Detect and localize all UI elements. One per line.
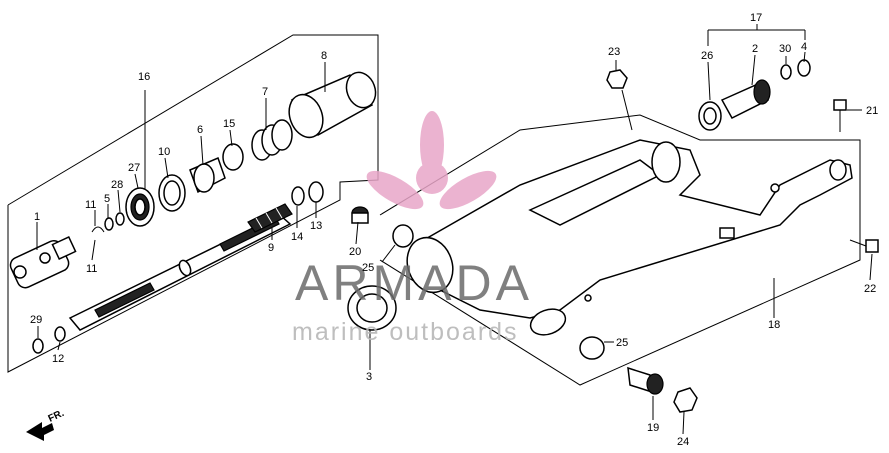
watermark-brand: ARMADA: [295, 255, 533, 311]
bearing-cup-20: [351, 206, 369, 224]
bracket-17: [707, 24, 806, 46]
bearing-27: [125, 187, 155, 227]
collar-2: [720, 79, 771, 119]
seal-10-inner: [163, 180, 181, 206]
boot-cover-8: [288, 71, 377, 139]
callout-3: 3: [366, 371, 372, 383]
callout-25a: 25: [362, 262, 374, 274]
bearing-25-upper: [392, 224, 414, 248]
group-outline-16: [7, 34, 379, 373]
callout-10: 10: [158, 146, 170, 158]
circlip-13: [308, 181, 324, 203]
watermark-logo: ARMADA marine outboards: [292, 111, 533, 346]
seal-4: [797, 59, 811, 77]
group-outline-18: [379, 114, 861, 386]
swingarm-body: [406, 139, 853, 336]
callout-19: 19: [647, 422, 659, 434]
callout-22: 22: [864, 283, 876, 295]
direction-label: FR.: [47, 408, 66, 425]
joint-6: [189, 156, 226, 194]
callout-21: 21: [866, 105, 878, 117]
callout-16: 16: [138, 71, 150, 83]
nut-24: [673, 387, 698, 413]
bolt-21: [833, 99, 847, 132]
callout-30: 30: [779, 43, 791, 55]
bearing-26: [698, 101, 722, 131]
callout-26: 26: [701, 50, 713, 62]
clip-11: [91, 226, 105, 233]
leader-lines: [36, 51, 873, 435]
callout-12: 12: [52, 353, 64, 365]
front-direction-indicator: FR.: [26, 408, 66, 441]
washer-30: [780, 64, 792, 80]
pivot-bolt-19: [627, 366, 664, 395]
callout-24: 24: [677, 436, 689, 448]
callout-15: 15: [223, 118, 235, 130]
callout-11a: 11: [85, 199, 96, 211]
washer-28: [115, 212, 125, 226]
callout-17: 17: [750, 12, 762, 24]
callout-28: 28: [111, 179, 123, 191]
callout-23: 23: [608, 46, 620, 58]
universal-joint: [9, 235, 77, 289]
callout-8: 8: [321, 50, 327, 62]
nut-23: [606, 69, 628, 89]
callout-labels: 1 2 3 4 5 6 7 8 9 10 11 11 12 13 14 15 1…: [30, 12, 878, 448]
callout-25b: 25: [616, 337, 628, 349]
callout-7: 7: [262, 86, 268, 98]
callout-14: 14: [291, 231, 303, 243]
bearing-25-lower: [579, 336, 605, 360]
callout-1: 1: [34, 211, 40, 223]
spring-7: [251, 119, 293, 161]
watermark-tagline: marine outboards: [292, 318, 519, 346]
callout-2: 2: [752, 43, 758, 55]
callout-11b: 11: [86, 263, 97, 275]
ring-nut-3: [347, 285, 397, 331]
washer-14: [291, 186, 305, 206]
drive-shaft: [68, 214, 292, 331]
washer-5: [104, 217, 114, 231]
ring-15: [222, 143, 244, 171]
washer-29: [32, 338, 44, 354]
bolt-22: [849, 239, 879, 253]
arrow-left-icon: [26, 422, 54, 441]
callout-9: 9: [268, 242, 274, 254]
callout-13: 13: [310, 220, 322, 232]
callout-4: 4: [801, 41, 807, 53]
washer-12: [54, 326, 66, 342]
callout-6: 6: [197, 124, 203, 136]
spring-9: [247, 203, 293, 233]
callout-27: 27: [128, 162, 140, 174]
propeller-icon: [366, 111, 497, 210]
callout-18: 18: [768, 319, 780, 331]
callout-20: 20: [349, 246, 361, 258]
callout-29: 29: [30, 314, 42, 326]
callout-5: 5: [104, 193, 110, 205]
